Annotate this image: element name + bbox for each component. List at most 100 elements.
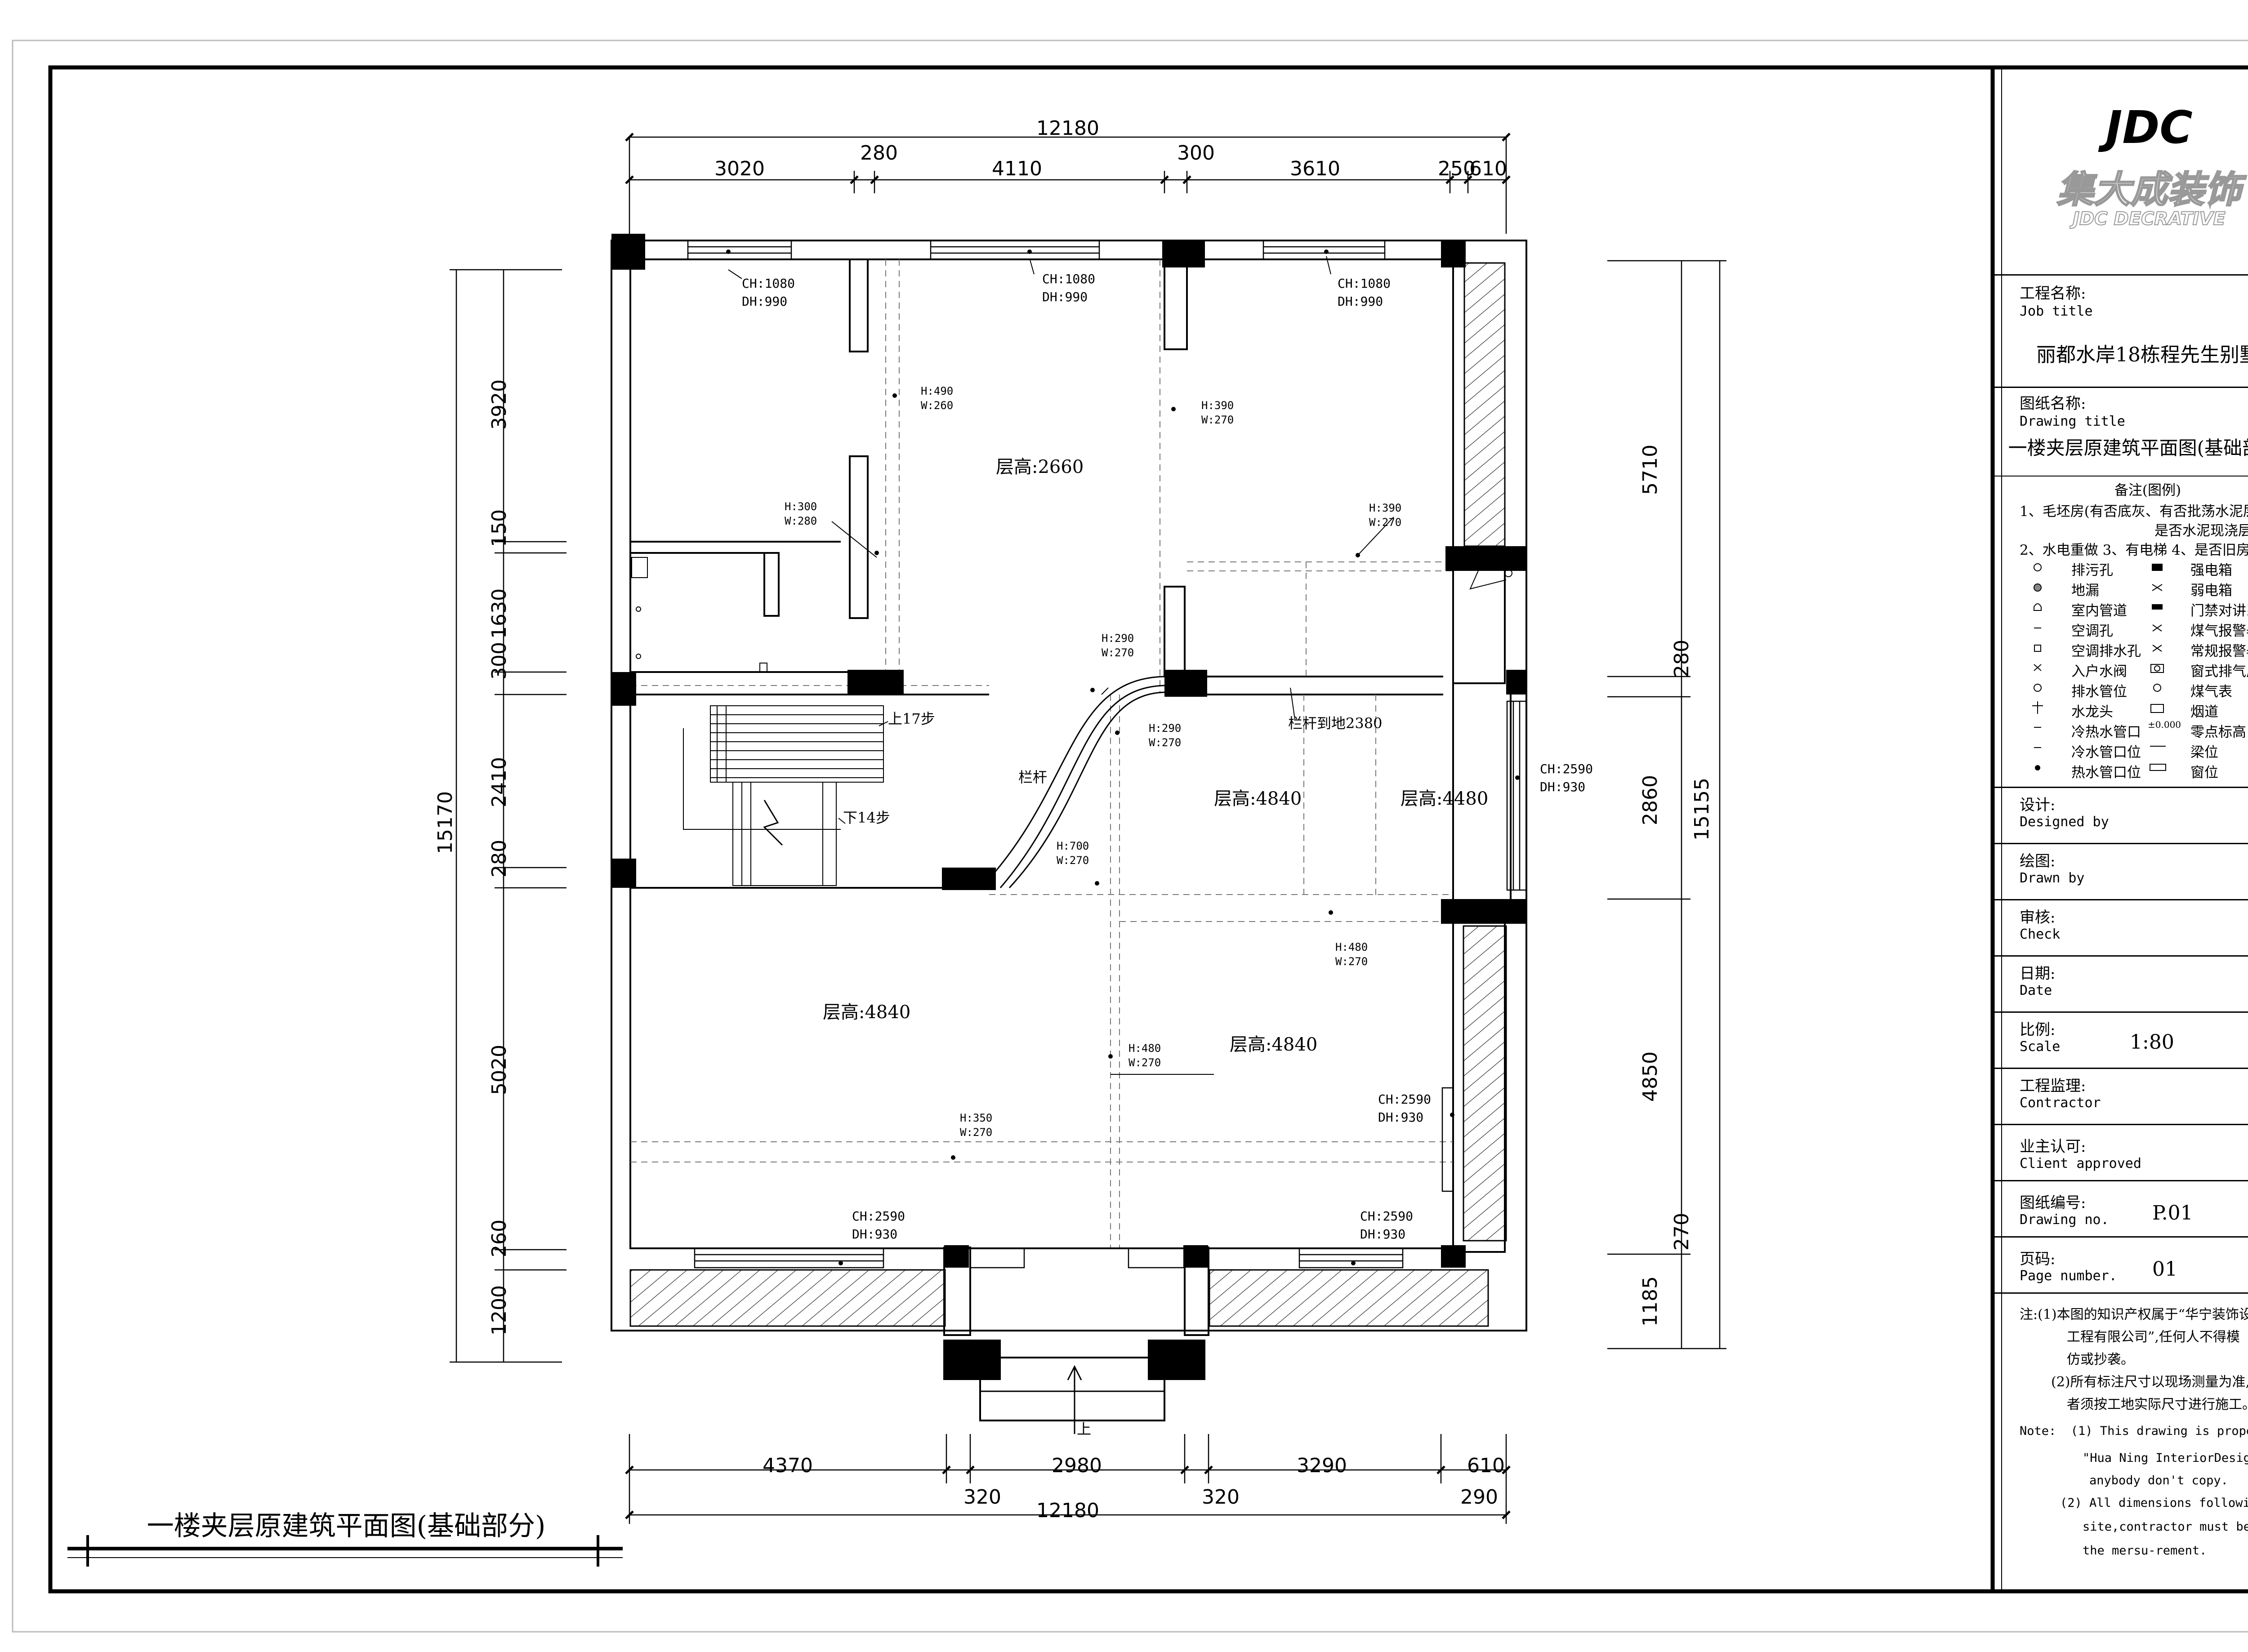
dim-bottom-small-3: 290 — [1460, 1486, 1498, 1509]
win-right-low-ch: CH:2590 — [1378, 1092, 1431, 1107]
hw-480a-h: H:480 — [1335, 941, 1368, 953]
page-number-section: 页码: Page number. 01 — [1993, 1236, 2248, 1290]
hw-300-w: W:280 — [785, 515, 817, 527]
dim-bottom-small-2: 320 — [1202, 1486, 1240, 1509]
drawing-number-section: 图纸编号: Drawing no. P.01 — [1993, 1180, 2248, 1234]
dim-left-9: 1200 — [488, 1285, 511, 1336]
dim-left-total: 15170 — [434, 791, 457, 854]
windows — [687, 240, 1527, 1269]
stair-treads — [710, 706, 883, 782]
hw-350-h: H:350 — [960, 1112, 992, 1124]
note-en-5: site,contractor must be check — [2083, 1520, 2248, 1534]
hw-300-h: H:300 — [785, 500, 817, 513]
contractor-section: 工程监理: Contractor — [1993, 1068, 2248, 1122]
legend-right-3: 门禁对讲系统 — [2190, 603, 2248, 619]
legend-left-8: 水龙头 — [2071, 704, 2113, 720]
legend-right-9: 零点标高 — [2190, 724, 2246, 740]
room-height-4480: 层高:4480 — [1401, 788, 1488, 809]
zero-level-mark: ±0.000 — [2148, 719, 2181, 730]
note-en-2: "Hua Ning InteriorDesign", — [2083, 1451, 2248, 1465]
date-label-en: Date — [2020, 983, 2052, 998]
dim-top-total: 12180 — [1036, 117, 1099, 140]
scale-value: 1:80 — [2130, 1031, 2174, 1054]
drawing-no-label-cn: 图纸编号: — [2020, 1194, 2086, 1212]
win-bot-left-ch: CH:2590 — [852, 1209, 905, 1224]
drawing-title-section: 图纸名称: Drawing title 一楼夹层原建筑平面图(基础部分) — [1993, 387, 2248, 459]
date-label-cn: 日期: — [2020, 965, 2056, 983]
dim-right-3: 2860 — [1639, 775, 1662, 825]
note-cn-2: 工程有限公司”,任何人不得模 — [2067, 1329, 2240, 1345]
note-en-1: Note: (1) This drawing is property of — [2020, 1424, 2248, 1438]
dim-left-1: 3920 — [488, 379, 511, 430]
hw-290a-w: W:270 — [1102, 646, 1134, 659]
dim-top-2: 280 — [860, 142, 898, 165]
opening-annotations: CH:1080 DH:990 CH:1080 DH:990 CH:1080 DH… — [742, 272, 1593, 1242]
dim-right-2: 280 — [1670, 640, 1693, 677]
hw-490-w: W:260 — [921, 399, 953, 412]
win-right-low-dh: DH:930 — [1378, 1110, 1423, 1125]
dim-left-5: 2410 — [488, 757, 511, 807]
curved-railing — [988, 676, 1165, 889]
win-top-right-dh: DH:990 — [1338, 294, 1383, 309]
legend-right-4: 煤气报警器 — [2190, 623, 2248, 639]
date-section: 日期: Date — [1993, 955, 2248, 1009]
remarks-1: 1、毛坯房(有否底灰、有否批荡水泥层、 — [2020, 503, 2248, 520]
win-bot-right-dh: DH:930 — [1360, 1227, 1405, 1242]
dim-bottom-total: 12180 — [1036, 1499, 1099, 1522]
legend-left-7: 排水管位 — [2071, 684, 2127, 700]
job-title-value: 丽都水岸18栋程先生别墅 — [2036, 343, 2248, 366]
leader-lines — [728, 256, 1394, 1075]
drawing-label-en: Drawing title — [2020, 414, 2125, 429]
hatched-facade-areas — [629, 262, 1507, 1327]
legend-left-4: 空调孔 — [2071, 623, 2113, 639]
remarks-2: 2、水电重做 3、有电梯 4、是否旧房改造. — [2020, 542, 2248, 558]
logo-text: JDC — [2098, 101, 2193, 154]
dim-left-8: 260 — [488, 1220, 511, 1257]
drawing-label-cn: 图纸名称: — [2020, 395, 2086, 413]
win-right-mid-ch: CH:2590 — [1540, 761, 1593, 776]
dim-top-7: 610 — [1469, 157, 1507, 180]
hw-700-h: H:700 — [1057, 840, 1089, 852]
hw-480b-w: W:270 — [1128, 1056, 1161, 1069]
legend-left-2: 地漏 — [2071, 583, 2099, 599]
designed-label-en: Designed by — [2020, 814, 2109, 830]
structural-columns — [611, 234, 1526, 1380]
note-cn-5: 者须按工地实际尺寸进行施工。 — [2067, 1397, 2248, 1412]
room-height-4840-c: 层高:4840 — [1230, 1034, 1317, 1055]
room-height-4840-a: 层高:4840 — [1214, 788, 1302, 809]
dim-right-total: 15155 — [1690, 778, 1713, 841]
designed-by-section: 设计: Designed by — [1993, 787, 2248, 841]
staircase — [683, 705, 888, 886]
dim-top-5: 3610 — [1290, 157, 1340, 180]
client-section: 业主认可: Client approved — [1993, 1124, 2248, 1178]
dim-top-6: 250 — [1438, 157, 1476, 180]
win-top-left-dh: DH:990 — [742, 294, 787, 309]
legend-left-6: 入户水阀 — [2071, 663, 2127, 680]
designed-label-cn: 设计: — [2020, 796, 2056, 814]
check-section: 审核: Check — [1993, 899, 2248, 953]
contractor-label-en: Contractor — [2020, 1095, 2101, 1111]
dim-top-3: 4110 — [992, 157, 1042, 180]
railing-height-label: 栏杆到地2380 — [1288, 715, 1382, 732]
drawn-label-cn: 绘图: — [2020, 852, 2056, 870]
job-label-cn: 工程名称: — [2020, 285, 2086, 303]
hw-290b-h: H:290 — [1149, 722, 1181, 735]
outer-trim-border — [12, 40, 2248, 1633]
dim-left-4: 300 — [488, 642, 511, 680]
note-cn-1: 注:(1)本图的知识产权属于“华宁装饰设计 — [2020, 1307, 2248, 1322]
hw-700-w: W:270 — [1057, 854, 1089, 867]
dim-right-1: 5710 — [1639, 445, 1662, 495]
company-logo: JDC 集大成装饰 JDC DECRATIVE — [2056, 101, 2248, 230]
dim-left-2: 150 — [488, 509, 511, 547]
drawing-no-label-en: Drawing no. — [2020, 1212, 2109, 1228]
legend-right-7: 煤气表 — [2190, 684, 2232, 700]
legend-left-3: 室内管道 — [2071, 603, 2127, 619]
job-title-section: 工程名称: Job title 丽都水岸18栋程先生别墅 — [1993, 274, 2248, 459]
check-label-cn: 审核: — [2020, 908, 2056, 926]
legend-left-10: 冷水管口位 — [2071, 744, 2141, 761]
notes-divider — [1993, 1292, 2248, 1294]
dim-right-5: 270 — [1670, 1213, 1693, 1251]
dim-top-1: 3020 — [714, 157, 765, 180]
hw-390b-w: W:270 — [1369, 516, 1401, 529]
